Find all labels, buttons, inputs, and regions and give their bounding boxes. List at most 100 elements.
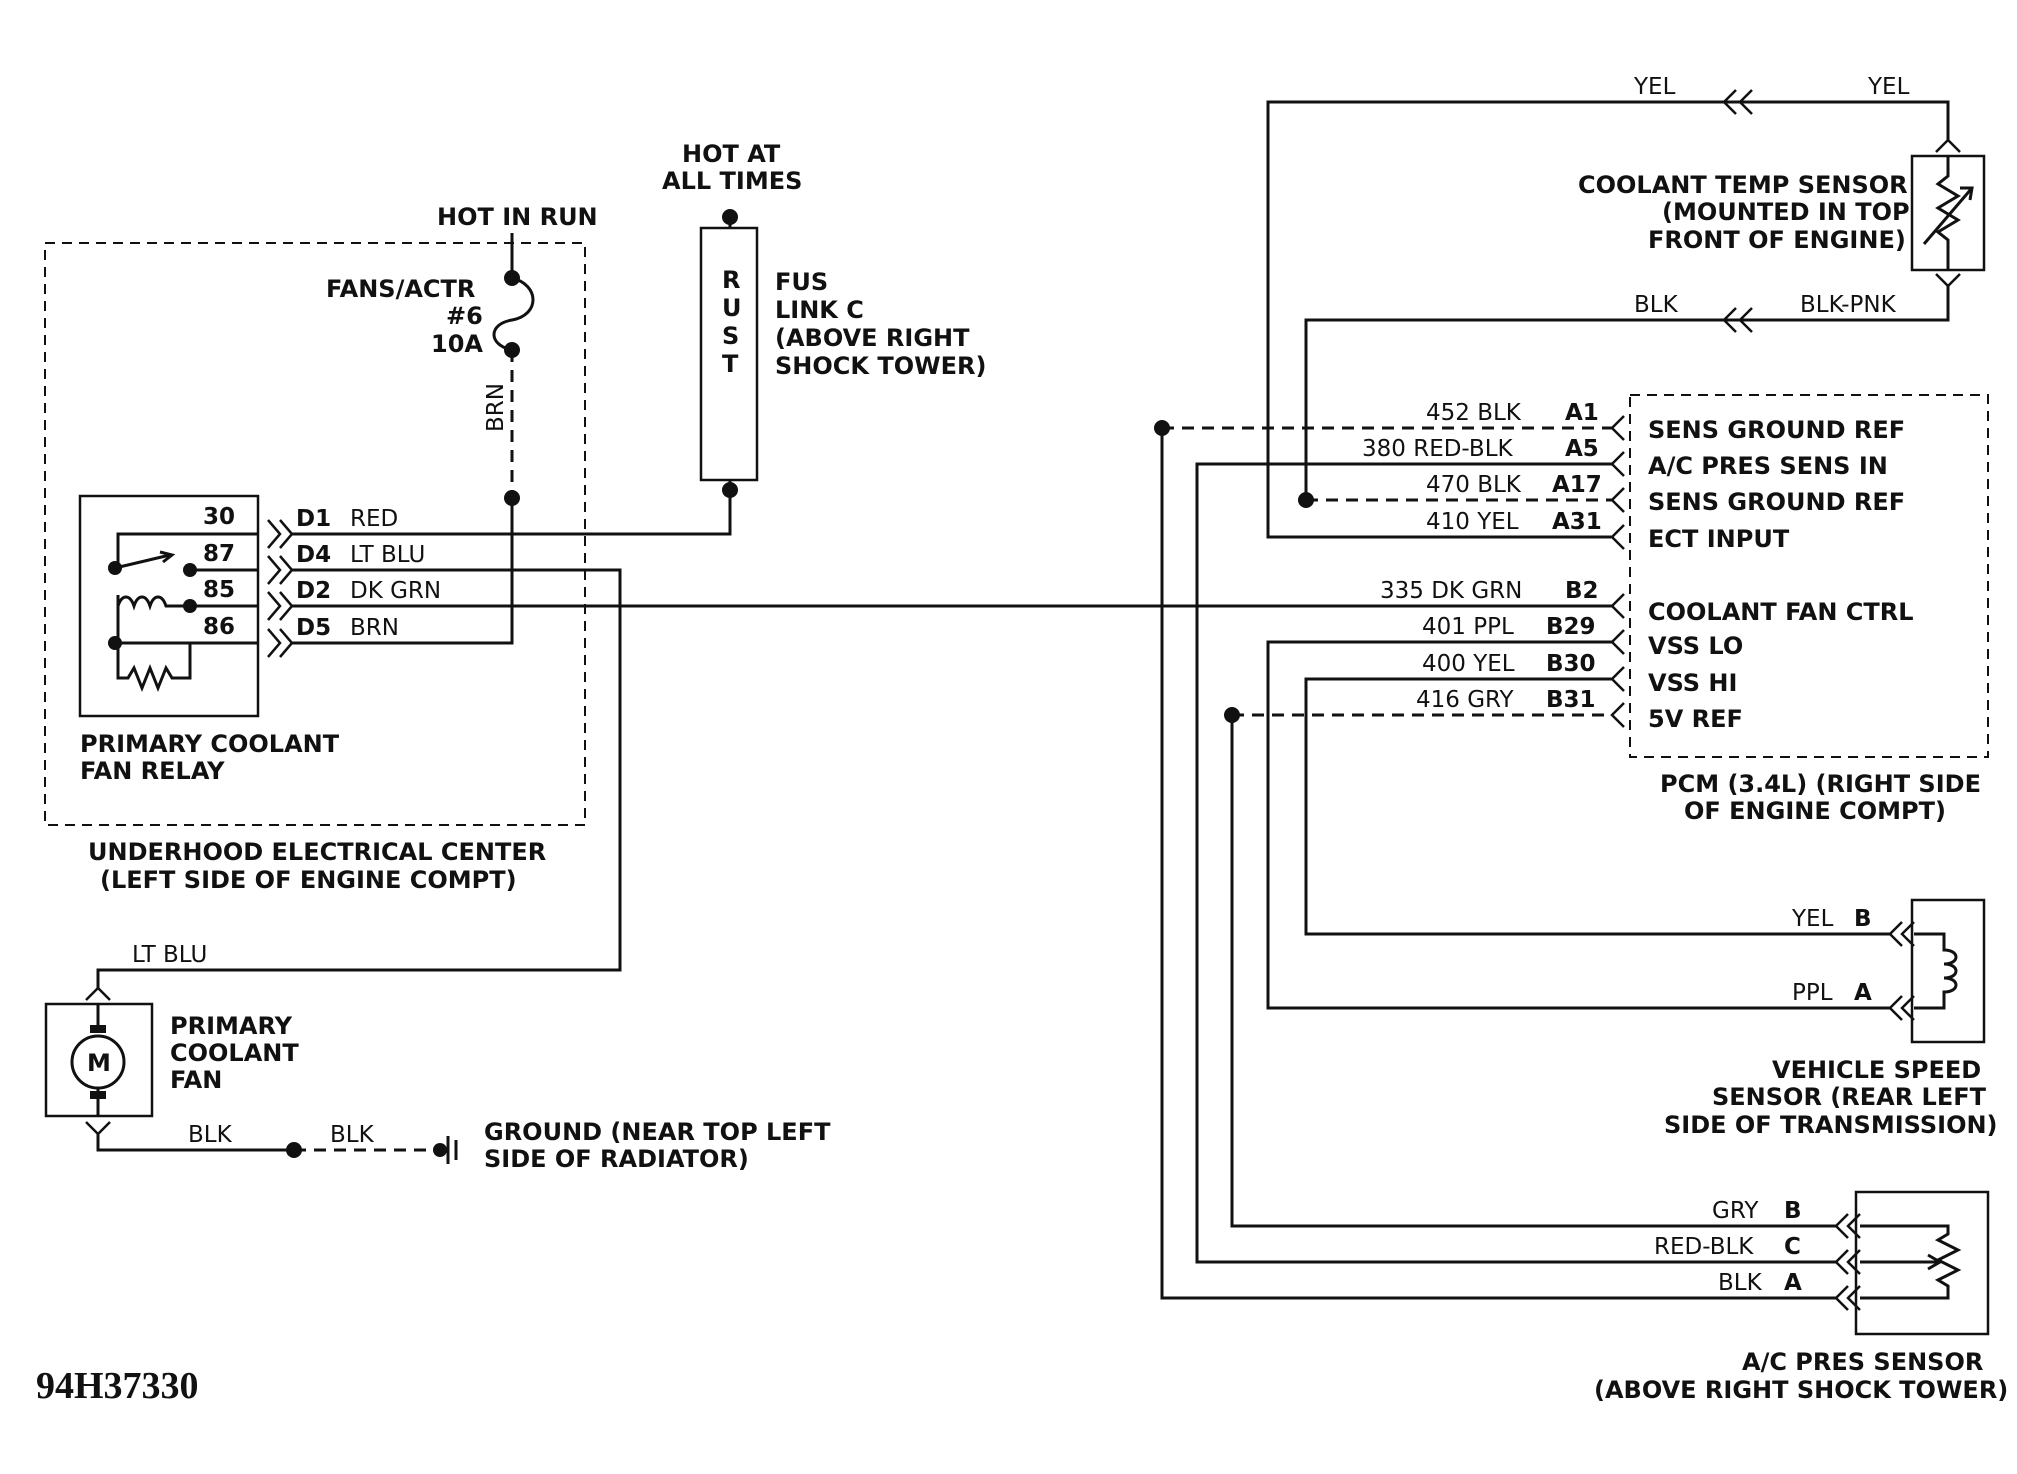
acp-pin-c: C [1784,1234,1801,1260]
pcm-b30-func: VSS HI [1648,669,1737,697]
wire-380-red-blk [1195,462,1836,1264]
relay-conn-d4-wire: LT BLU [350,542,425,568]
acp-gry-wire: GRY [1712,1198,1759,1224]
fuse-label-line2: #6 [446,302,483,330]
pcm-b2-wire: 335 DK GRN [1380,578,1522,604]
pcm-label-line2: OF ENGINE COMPT) [1684,797,1946,825]
yel-right-label: YEL [1867,74,1910,100]
pcm-b2-func: COOLANT FAN CTRL [1648,598,1914,626]
pcm-a17-pin: A17 [1552,472,1602,498]
pcm-label-line1: PCM (3.4L) (RIGHT SIDE [1660,770,1981,798]
ground-label-line2: SIDE OF RADIATOR) [484,1145,749,1173]
fan-label-line2: COOLANT [170,1039,299,1067]
pcm-b29-pin: B29 [1546,614,1596,640]
fuse-label-line3: 10A [431,330,483,358]
relay-label-line2: FAN RELAY [80,757,225,785]
pcm-a31-pin: A31 [1552,509,1602,535]
relay-conn-d5-wire: BRN [350,615,399,641]
fuse-top-terminal [504,270,520,286]
relay-conn-d2-wire: DK GRN [350,578,441,604]
vss-box [1910,898,1986,1044]
relay-pin-30: 30 [203,504,235,530]
relay-conn-d1-pin: D1 [296,506,331,532]
fus-link-line1: FUS [775,268,828,296]
vss-label-line2: SENSOR (REAR LEFT [1712,1083,1987,1111]
fus-link-line3: (ABOVE RIGHT [775,324,970,352]
cts-label-line3: FRONT OF ENGINE) [1648,226,1906,254]
fan-ground-wire [96,1134,294,1152]
vss-coil-symbol [1914,932,1958,1010]
acp-red-blk-wire: RED-BLK [1654,1234,1754,1260]
vss-yel-wire: YEL [1791,906,1834,932]
hot-at-all-times-line2: ALL TIMES [662,167,802,195]
rust-letter-u: U [722,294,742,322]
pcm-b29-func: VSS LO [1648,632,1743,660]
ground-terminal [433,1143,447,1157]
pcm-b31-pin: B31 [1546,687,1596,713]
yel-ect-wire [1266,100,1950,539]
pcm-b29-wire: 401 PPL [1422,614,1514,640]
rust-letter-s: S [722,322,739,350]
relay-pin-85: 85 [203,577,235,603]
pcm-b31-wire: 416 GRY [1416,687,1515,713]
acp-box [1854,1190,1990,1336]
pcm-a1-pin: A1 [1565,400,1599,426]
fuse-label-line1: FANS/ACTR [326,275,475,303]
uec-label-line2: (LEFT SIDE OF ENGINE COMPT) [100,866,517,894]
ground-label-line1: GROUND (NEAR TOP LEFT [484,1118,831,1146]
acp-label-line1: A/C PRES SENSOR [1742,1348,1983,1376]
relay-conn-d2-pin: D2 [296,578,331,604]
vss-pin-a: A [1854,980,1872,1006]
fan-label-line3: FAN [170,1066,222,1094]
relay-pin-86: 86 [203,614,235,640]
pcm-box [1629,394,1989,758]
brn-wire [292,498,514,645]
fan-label-line1: PRIMARY [170,1012,293,1040]
wire-401-ppl [1266,640,1890,1010]
vss-ppl-wire: PPL [1792,980,1833,1006]
blk-pnk-wire [1304,286,1950,500]
pcm-a5-wire: 380 RED-BLK [1362,436,1514,462]
relay-conn-d4-pin: D4 [296,542,331,568]
relay-conn-d1-wire: RED [350,506,398,532]
relay-pin-87: 87 [203,541,235,567]
wire-400-yel [1304,677,1890,936]
blk-pnk-label: BLK-PNK [1800,292,1897,318]
uec-label-line1: UNDERHOOD ELECTRICAL CENTER [88,838,546,866]
yel-left-label: YEL [1633,74,1676,100]
acp-pin-b: B [1784,1198,1802,1224]
cts-label-line2: (MOUNTED IN TOP [1662,198,1910,226]
pcm-a31-wire: 410 YEL [1426,509,1519,535]
relay-conn-d5-pin: D5 [296,615,331,641]
fuse-element [492,276,535,352]
pcm-a31-func: ECT INPUT [1648,525,1790,553]
blk-top-label: BLK [1634,292,1679,318]
pcm-a17-func: SENS GROUND REF [1648,488,1905,516]
brn-wire-label: BRN [483,383,509,432]
pcm-a1-wire: 452 BLK [1426,400,1522,426]
fus-link-line4: SHOCK TOWER) [775,352,986,380]
motor-letter: M [87,1049,111,1077]
hot-in-run-label: HOT IN RUN [437,203,598,231]
acp-pin-a: A [1784,1270,1802,1296]
wire-blk-to-acp [1160,428,1836,1300]
pcm-b30-wire: 400 YEL [1422,651,1515,677]
pcm-a1-func: SENS GROUND REF [1648,416,1905,444]
fan-wire-label: LT BLU [132,942,207,968]
vss-label-line1: VEHICLE SPEED [1772,1056,1981,1084]
pcm-b2-pin: B2 [1565,578,1599,604]
acp-label-line2: (ABOVE RIGHT SHOCK TOWER) [1594,1376,2008,1404]
fan-blk-label-2: BLK [330,1122,375,1148]
cts-label-line1: COOLANT TEMP SENSOR [1578,171,1908,199]
red-wire [292,490,732,536]
relay-label-line1: PRIMARY COOLANT [80,730,340,758]
vss-pin-b: B [1854,906,1872,932]
pcm-b31-func: 5V REF [1648,705,1743,733]
rust-letter-r: R [722,266,740,294]
pcm-a17-wire: 470 BLK [1426,472,1522,498]
fus-link-line2: LINK C [775,296,864,324]
diagram-code: 94H37330 [36,1365,199,1407]
pcm-a5-func: A/C PRES SENS IN [1648,452,1888,480]
pcm-b30-pin: B30 [1546,651,1596,677]
